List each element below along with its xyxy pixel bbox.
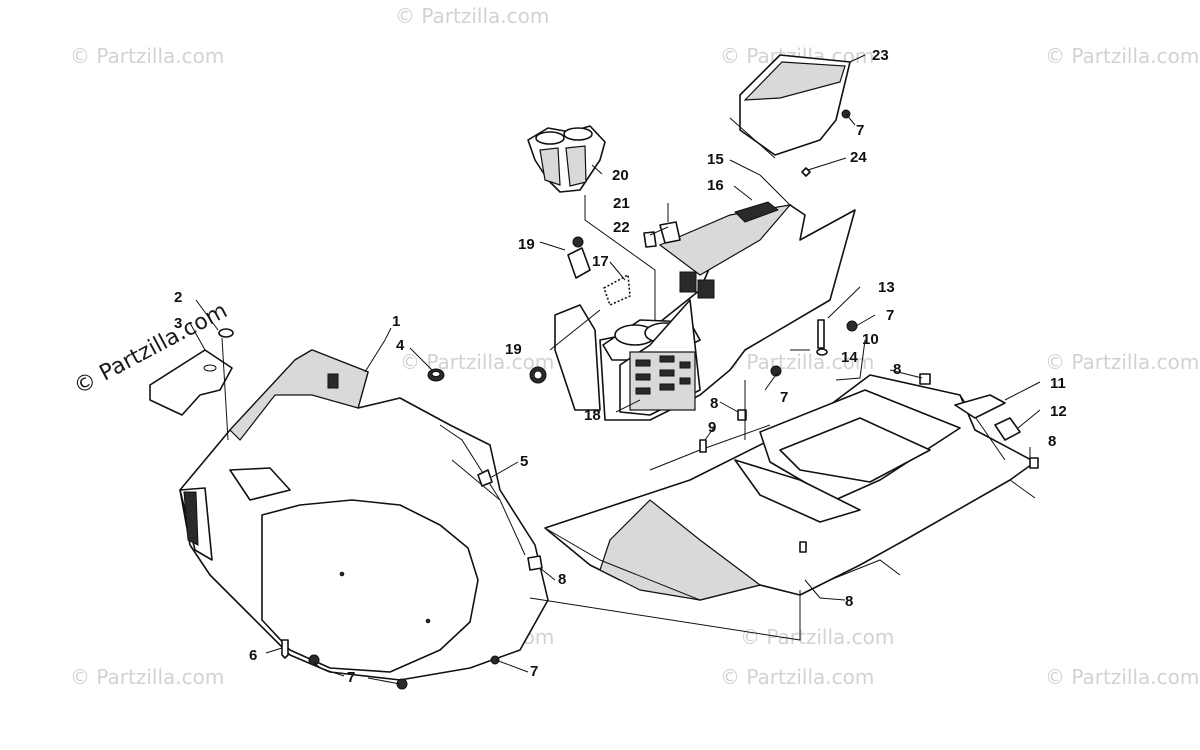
callout-16: 16 [707,177,724,194]
callout-11: 11 [1050,375,1066,392]
part-11-panel[interactable] [954,394,1006,419]
callout-10: 10 [862,331,879,348]
callout-23: 23 [872,47,889,64]
callout-21: 21 [613,195,630,212]
part-23-console-cover[interactable] [729,54,851,159]
watermark: © Partzilla.com [740,625,895,649]
part-17-decal[interactable] [603,274,631,306]
part-21-switch[interactable] [659,221,681,244]
callout-19b: 19 [505,341,522,358]
watermark: © Partzilla.com [720,350,875,374]
part-19-power-outlet[interactable] [529,236,591,384]
watermark: © Partzilla.com [1045,665,1200,689]
watermark: © Partzilla.com [1045,350,1200,374]
callout-3: 3 [174,315,182,332]
callout-12: 12 [1050,403,1067,420]
callout-22: 22 [613,219,630,236]
callout-labels: 1 2 3 4 5 6 7 7 7 7 7 8 8 8 8 8 9 10 11 … [174,47,1067,686]
callout-8e: 8 [1048,433,1056,450]
part-1-front-fascia[interactable] [179,349,549,681]
part-12-bracket[interactable] [994,417,1021,441]
callout-4: 4 [396,337,405,354]
part-8-clip[interactable] [737,373,1039,553]
callout-1: 1 [392,313,400,330]
watermark: © Partzilla.com [720,665,875,689]
callout-8d: 8 [893,361,901,378]
part-8-clip[interactable] [527,555,543,571]
callout-17: 17 [592,253,609,270]
callout-8c: 8 [710,395,718,412]
part-4-grommet[interactable] [427,368,445,382]
part-3-bracket[interactable] [149,349,233,416]
callout-5: 5 [520,453,528,470]
callout-24: 24 [850,149,867,166]
callout-7d: 7 [886,307,894,324]
part-14-washer[interactable] [816,348,828,356]
part-24-screw[interactable] [801,167,811,177]
callout-20: 20 [612,167,629,184]
part-13-bolt[interactable] [817,319,825,349]
callout-8b: 8 [845,593,853,610]
leader-lines [189,54,1041,685]
callout-8a: 8 [558,571,566,588]
callout-14: 14 [841,349,858,366]
callout-7c: 7 [856,122,864,139]
callout-7a: 7 [347,669,355,686]
part-6-screw[interactable] [281,639,289,659]
callout-18: 18 [584,407,601,424]
callout-7e: 7 [780,389,788,406]
callout-15: 15 [707,151,724,168]
callout-9: 9 [708,419,716,436]
watermark: © Partzilla.com [1045,44,1200,68]
watermark: © Partzilla.com [400,350,555,374]
watermark: © Partzilla.com [70,44,225,68]
callout-13: 13 [878,279,895,296]
part-10-floor-pan[interactable] [544,374,1036,601]
part-9-screw[interactable] [699,439,707,453]
watermark: © Partzilla.com [395,4,550,28]
callout-6: 6 [249,647,257,664]
part-5-clip[interactable] [477,469,493,487]
callout-2: 2 [174,289,182,306]
part-7-nut[interactable] [308,654,500,690]
part-20-cup-holder[interactable] [527,125,606,193]
part-22-switch[interactable] [643,231,657,248]
part-15-console[interactable] [554,201,856,421]
callout-19a: 19 [518,236,535,253]
watermark: © Partzilla.com [70,665,225,689]
part-2-cap[interactable] [218,328,234,338]
callout-7b: 7 [530,663,538,680]
